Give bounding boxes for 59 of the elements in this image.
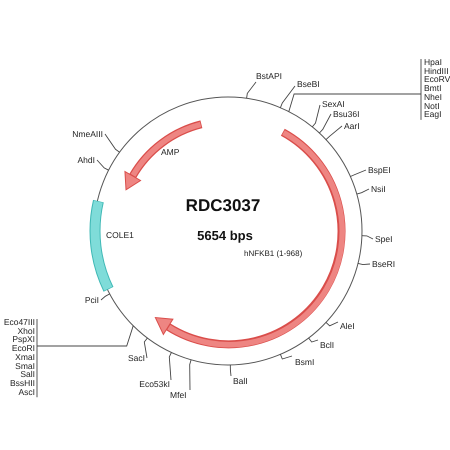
leader-line [358, 262, 370, 266]
leader-line [230, 364, 232, 376]
enzyme-site-label: HpaI [424, 58, 443, 67]
leader-line [326, 126, 342, 140]
feature-label: COLE1 [106, 231, 134, 240]
leader-line [104, 134, 120, 153]
leader-line [312, 104, 320, 128]
leader-line [36, 325, 134, 346]
enzyme-site-label: AscI [17, 388, 35, 396]
enzyme-site-label: Eco47III [4, 318, 35, 327]
enzyme-site-label: BssHII [8, 378, 35, 388]
enzyme-site-label: EcoRI [10, 344, 35, 353]
leader-line [100, 293, 110, 300]
leader-line [326, 322, 338, 326]
enzyme-site-label: BsmI [295, 358, 314, 366]
enzyme-site-label: PciI [84, 296, 99, 304]
leader-line [356, 188, 370, 195]
leader-line [280, 354, 292, 360]
enzyme-site-label: HindIII [424, 66, 450, 76]
enzyme-site-label: BseRI [372, 260, 396, 268]
enzyme-site-label: SpeI [375, 235, 392, 244]
enzyme-site-label: AarI [344, 122, 360, 130]
enzyme-site-label: BclI [320, 341, 334, 350]
leader-line [96, 160, 110, 171]
enzyme-site-label: BstAPI [256, 72, 282, 80]
leader-line [144, 338, 148, 358]
leader-line [280, 86, 296, 108]
enzyme-site-label: BmtI [424, 84, 442, 93]
leader-line [288, 94, 422, 112]
enzyme-site-label: PspXI [11, 335, 35, 344]
enzyme-site-label: Eco53kI [139, 380, 170, 388]
leader-line [318, 114, 332, 134]
enzyme-site-label: AleI [340, 322, 355, 330]
enzyme-site-label: BspEI [368, 166, 391, 174]
enzyme-site-label: NsiI [371, 185, 386, 194]
enzyme-site-label: EagI [424, 110, 442, 119]
enzyme-site-label: AhdI [78, 156, 95, 164]
feature-label: hNFKB1 (1-968) [244, 250, 302, 258]
enzyme-site-label: XmaI [14, 352, 35, 362]
enzyme-site-label: BalI [233, 377, 248, 386]
enzyme-site-label: Bsu36I [333, 110, 360, 118]
enzyme-site-label: MfeI [170, 391, 187, 400]
enzyme-site-label: EcoRV [424, 75, 450, 84]
enzyme-site-label: BseBI [297, 80, 320, 88]
leader-line [189, 359, 192, 390]
enzyme-site-label: NotI [424, 102, 441, 110]
enzyme-site-label: SmaI [14, 362, 35, 370]
leader-line [168, 352, 172, 380]
leader-line [350, 170, 366, 177]
feature-label: AMP [161, 148, 180, 156]
enzyme-site-label: NmeAIII [72, 130, 103, 138]
enzyme-site-label: XhoI [16, 326, 35, 336]
plasmid-name: RDC3037 [184, 197, 262, 214]
enzyme-site-label: SexAI [322, 100, 345, 108]
enzyme-site-label: SalI [20, 370, 35, 379]
leader-line [361, 235, 374, 240]
leader-line [246, 82, 256, 99]
enzyme-site-label: NheI [424, 92, 443, 102]
enzyme-site-label: SacI [128, 354, 145, 362]
